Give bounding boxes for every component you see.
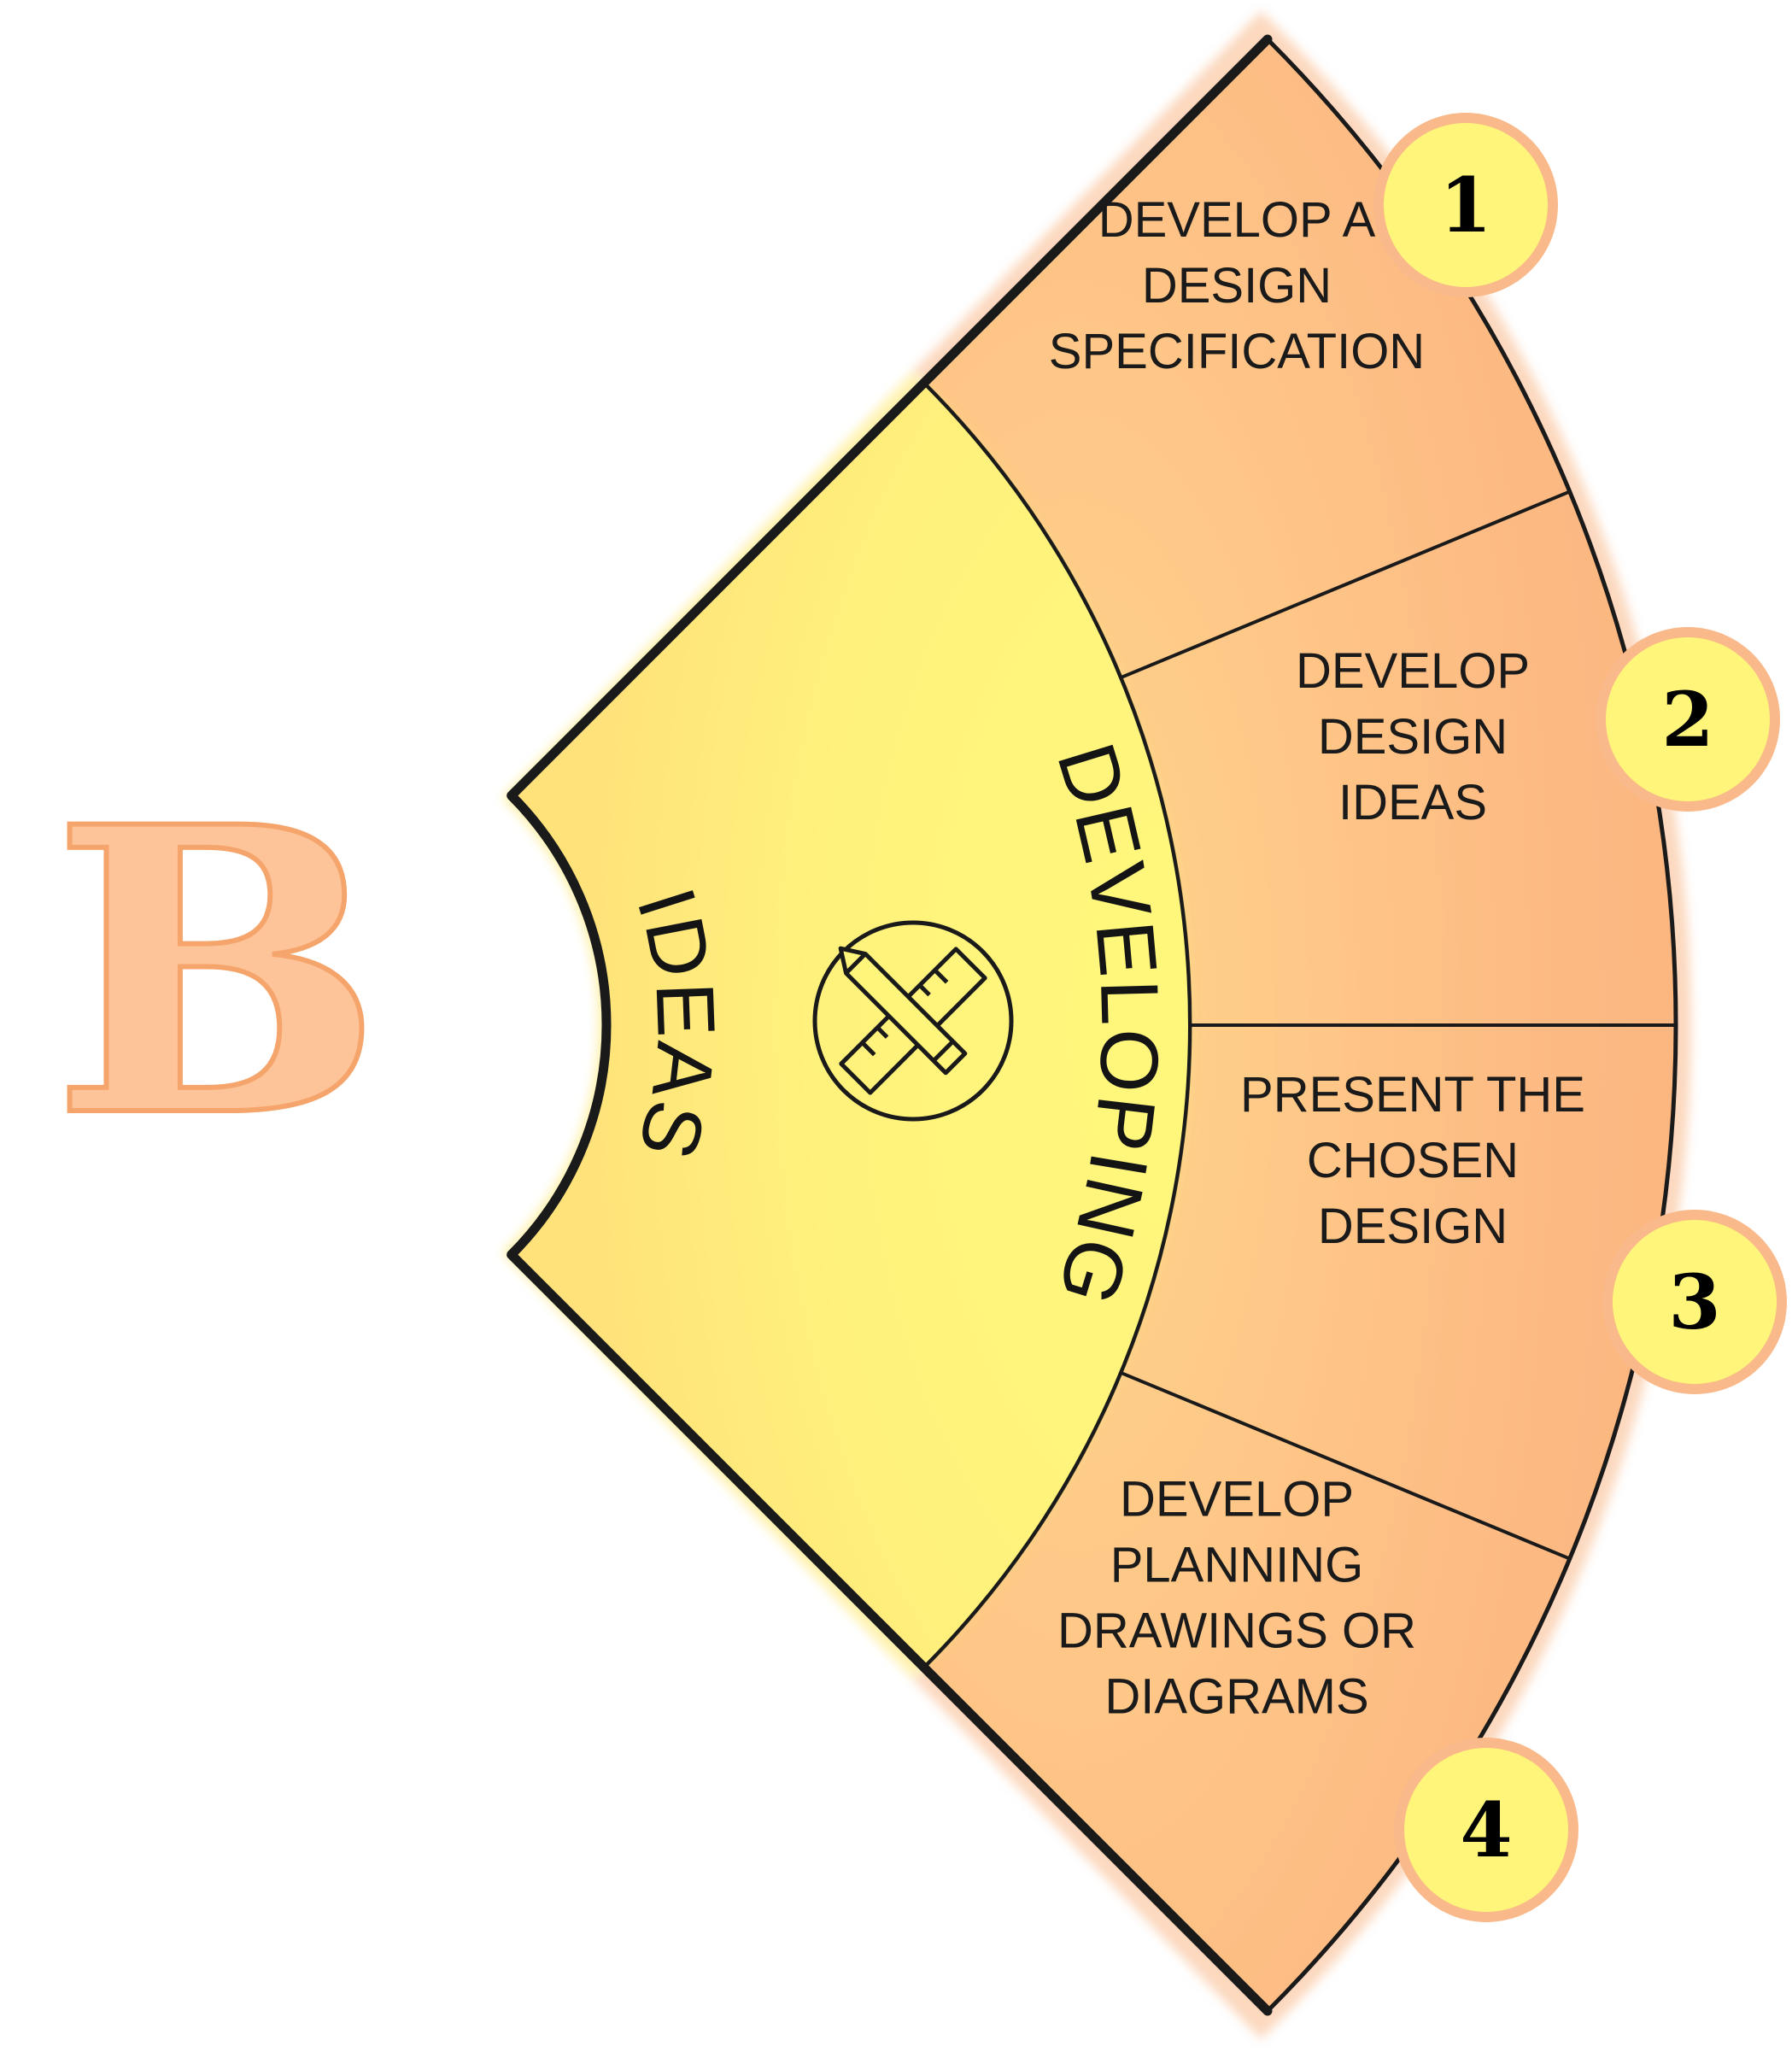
step-2-number: 2 bbox=[1661, 675, 1713, 764]
section-letter: B bbox=[51, 742, 384, 1204]
step-3-text: PRESENT THE CHOSEN DESIGN bbox=[1240, 1067, 1585, 1254]
fan-edge-2 bbox=[507, 1250, 1273, 2016]
step-badges: 1 2 3 4 bbox=[1373, 113, 1787, 1922]
segment-divider-1 bbox=[1120, 490, 1571, 680]
step-4-line-2: PLANNING bbox=[1110, 1538, 1364, 1593]
step-3-line-2: CHOSEN bbox=[1307, 1133, 1519, 1188]
step-3-badge: 3 bbox=[1602, 1210, 1787, 1394]
step-3-line-3: DESIGN bbox=[1318, 1199, 1508, 1254]
step-texts: DEVELOP A DESIGN SPECIFICATION DEVELOP DESIG… bbox=[1049, 192, 1585, 1725]
step-4-line-3: DRAWINGS OR bbox=[1057, 1604, 1416, 1659]
inner-arc-edge bbox=[507, 792, 612, 1258]
step-4-line-4: DIAGRAMS bbox=[1104, 1669, 1368, 1725]
step-2-line-3: IDEAS bbox=[1338, 775, 1487, 830]
step-2-line-1: DEVELOP bbox=[1296, 643, 1530, 699]
step-2-badge: 2 bbox=[1596, 627, 1780, 812]
pencil-ruler-icon bbox=[812, 920, 1014, 1122]
section-letter-group: B bbox=[49, 740, 386, 1206]
step-4-text: DEVELOP PLANNING DRAWINGS OR DIAGRAMS bbox=[1057, 1472, 1416, 1725]
step-4-line-1: DEVELOP bbox=[1120, 1472, 1354, 1527]
step-2-line-2: DESIGN bbox=[1318, 709, 1508, 765]
step-1-badge: 1 bbox=[1373, 113, 1558, 297]
step-1-number: 1 bbox=[1439, 161, 1491, 249]
fan-edge-1 bbox=[507, 34, 1273, 800]
step-3-number: 3 bbox=[1668, 1258, 1720, 1346]
step-3-line-1: PRESENT THE bbox=[1240, 1067, 1585, 1123]
step-1-line-1: DEVELOP A bbox=[1098, 192, 1376, 248]
step-4-number: 4 bbox=[1460, 1785, 1512, 1874]
segment-divider-3 bbox=[1120, 1370, 1571, 1561]
step-1-text: DEVELOP A DESIGN SPECIFICATION bbox=[1049, 192, 1425, 379]
segment-dividers bbox=[1120, 490, 1676, 1561]
step-2-text: DEVELOP DESIGN IDEAS bbox=[1296, 643, 1530, 830]
step-4-badge: 4 bbox=[1394, 1738, 1578, 1922]
step-1-line-2: DESIGN bbox=[1142, 258, 1332, 314]
step-1-line-3: SPECIFICATION bbox=[1049, 324, 1425, 379]
fan-edges bbox=[507, 34, 1273, 2016]
